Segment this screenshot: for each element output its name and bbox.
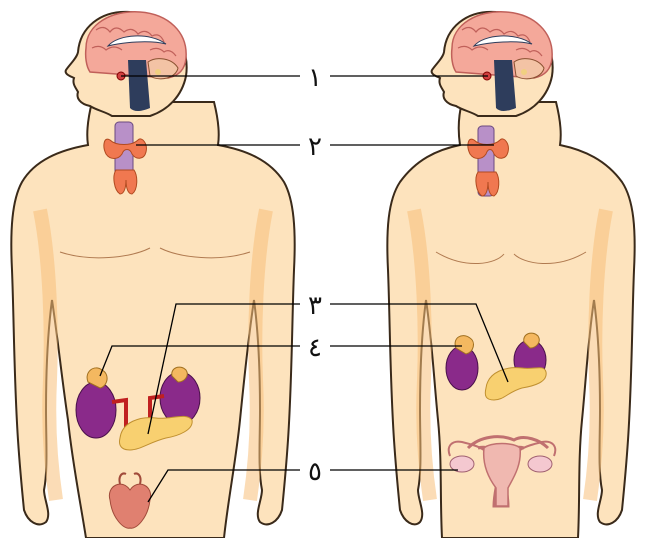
male-figure — [11, 12, 294, 538]
female-figure — [387, 12, 634, 538]
label-1: ١ — [308, 63, 322, 93]
label-3: ٣ — [308, 291, 322, 321]
female-ovary-right — [528, 456, 552, 472]
male-kidney-left — [76, 382, 116, 438]
female-kidney-left — [446, 346, 478, 390]
number-labels: ١ ٢ ٣ ٤ ٥ — [308, 63, 322, 487]
label-2: ٢ — [308, 132, 322, 162]
male-pineal — [155, 69, 161, 75]
label-5: ٥ — [308, 457, 322, 487]
female-pineal — [521, 69, 527, 75]
label-4: ٤ — [308, 333, 322, 363]
